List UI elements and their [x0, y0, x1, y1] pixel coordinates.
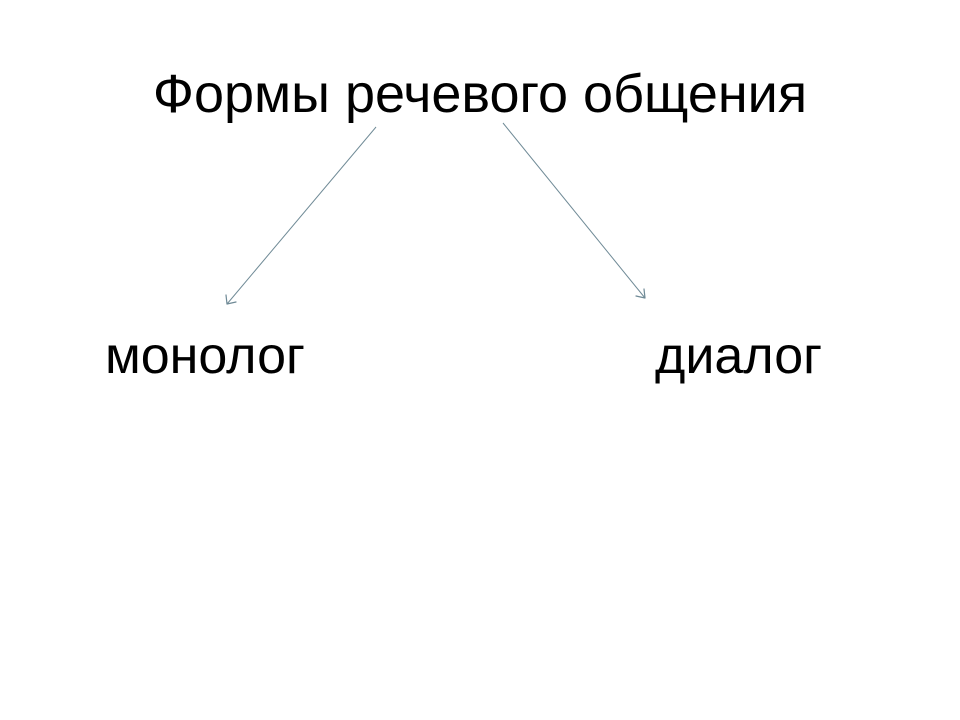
arrow-line-right: [502, 122, 646, 299]
arrow-to-dialog: [502, 122, 646, 299]
arrow-to-monolog: [225, 126, 377, 305]
arrowhead-right: [635, 288, 646, 299]
node-monolog: монолог: [105, 327, 305, 385]
arrow-line-left: [226, 126, 377, 305]
diagram-title: Формы речевого общения: [152, 64, 808, 124]
node-dialog: диалог: [655, 327, 823, 385]
arrowhead-left: [225, 294, 237, 305]
